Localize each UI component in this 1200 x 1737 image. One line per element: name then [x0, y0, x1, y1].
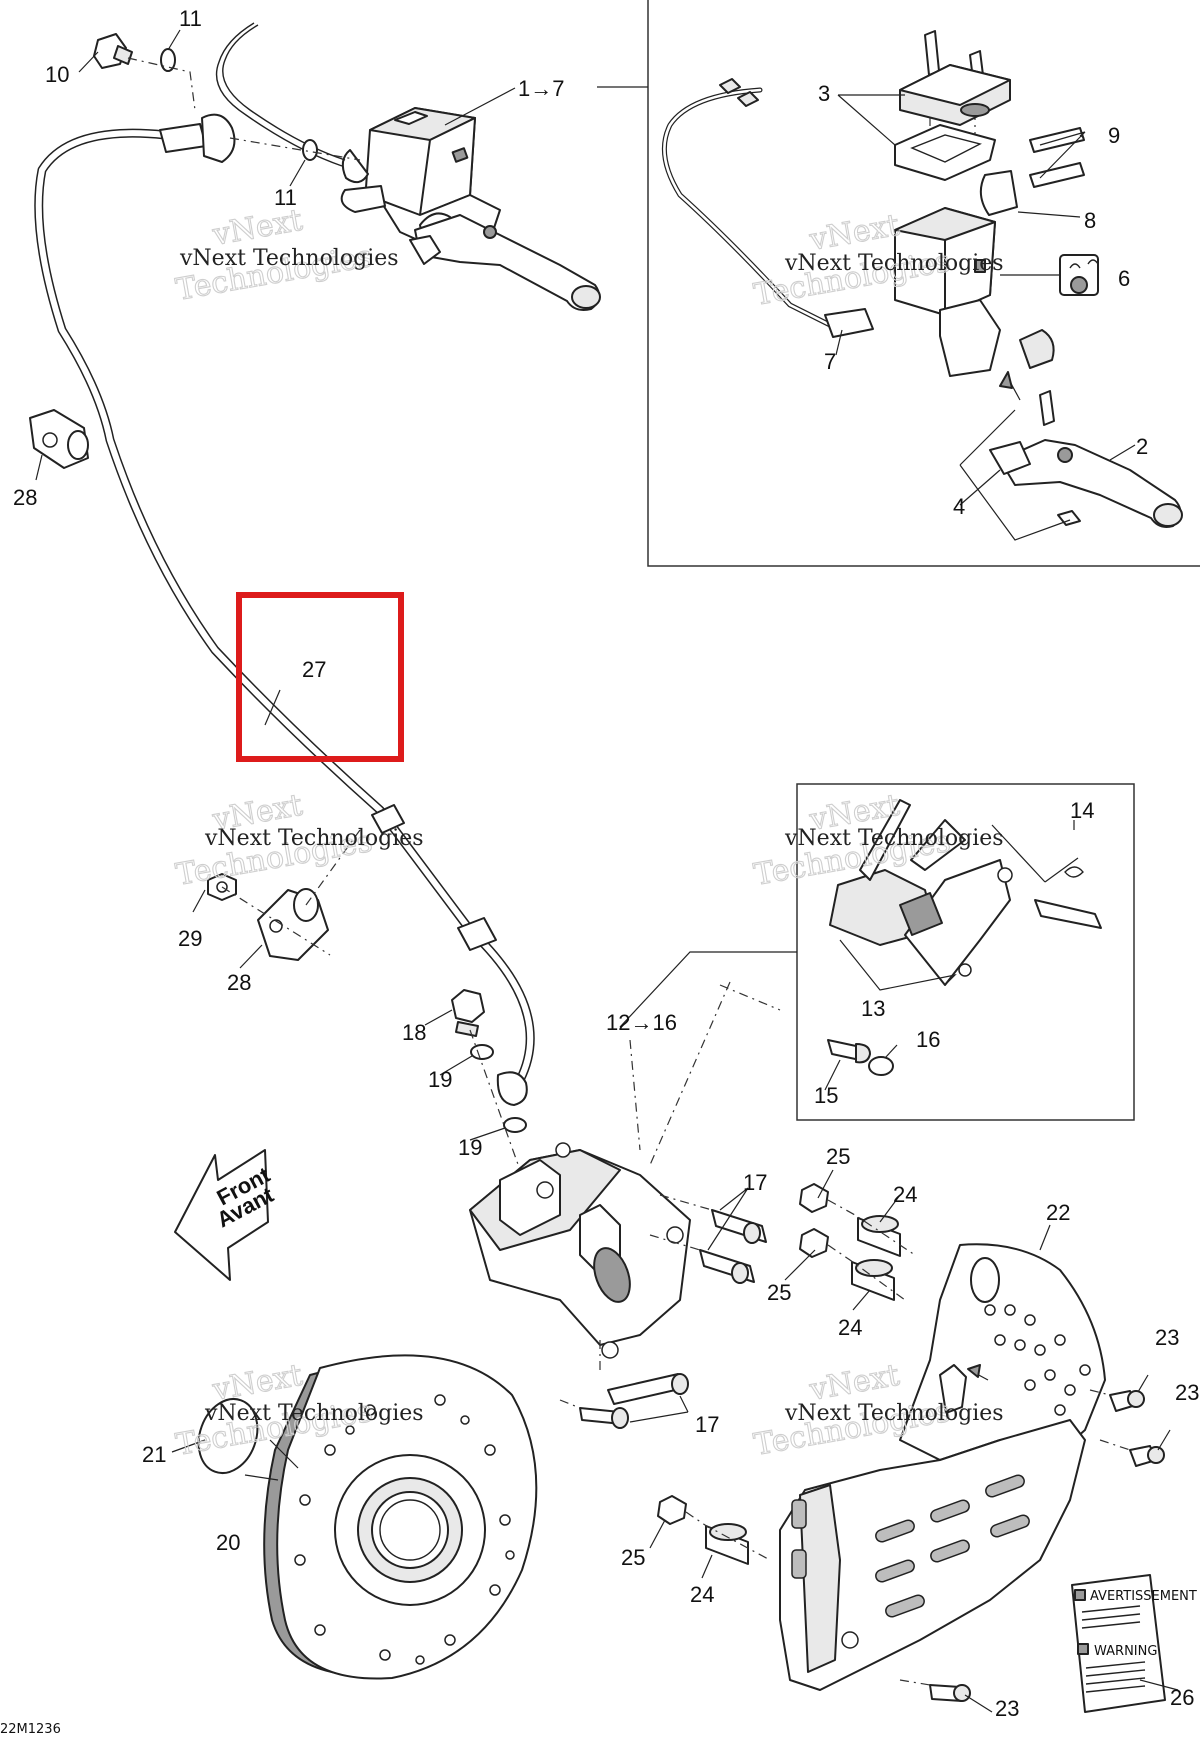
leader-12-16: [619, 951, 797, 1028]
watermark-5: vNext Technologies: [204, 1401, 424, 1426]
inset-box-master-cylinder: [647, 0, 1200, 567]
label-25a: 25: [826, 1144, 850, 1169]
label-14: 14: [1070, 798, 1094, 823]
brake-disc: [263, 1354, 538, 1680]
label-25c: 25: [621, 1545, 645, 1570]
label-18: 18: [402, 1020, 426, 1045]
label-25b: 25: [767, 1280, 791, 1305]
leader-lines: [35, 29, 1179, 1713]
label-6: 6: [1118, 266, 1130, 291]
label-10: 10: [45, 62, 69, 87]
watermark-2: vNext Technologies: [784, 251, 1004, 276]
label-28a: 28: [13, 485, 37, 510]
inset-brake-pads: [827, 799, 1102, 1076]
banjo-bolt-18: [451, 989, 485, 1037]
label-23c: 23: [995, 1696, 1019, 1721]
ring-21: [197, 1398, 259, 1474]
axis-line-bleed: [649, 981, 781, 1166]
master-cylinder-assembly: [215, 22, 601, 311]
brake-guard: [779, 1243, 1106, 1691]
watermark-1: vNext Technologies: [179, 246, 399, 271]
label-16: 16: [916, 1027, 940, 1052]
spacers-24-bolts-25: [657, 1183, 916, 1565]
label-26: 26: [1170, 1685, 1194, 1710]
decal-warning-en: WARNING: [1094, 1644, 1157, 1659]
label-17a: 17: [743, 1170, 767, 1195]
highlight-box-27: [236, 592, 404, 762]
front-arrow: Front Avant: [174, 1149, 278, 1281]
watermark-6: vNext Technologies: [784, 1401, 1004, 1426]
label-4: 4: [953, 494, 965, 519]
label-7: 7: [824, 349, 836, 374]
label-21: 21: [142, 1442, 166, 1467]
label-1-7: 1→7: [518, 76, 564, 101]
label-15: 15: [814, 1083, 838, 1108]
washer-11b: [302, 139, 318, 161]
label-9: 9: [1108, 123, 1120, 148]
watermark-4: vNext Technologies: [784, 826, 1004, 851]
axis-line-10-11: [127, 57, 361, 161]
banjo-bolt-10: [93, 33, 133, 69]
label-3: 3: [818, 81, 830, 106]
label-17b: 17: [695, 1412, 719, 1437]
clamp-28-upper: [29, 409, 89, 469]
label-12-16: 12→16: [606, 1010, 677, 1035]
label-19a: 19: [428, 1067, 452, 1092]
axis-line-28-29: [221, 829, 361, 956]
warning-decal: AVERTISSEMENT WARNING: [1071, 1574, 1197, 1713]
bolts-17: [559, 1194, 767, 1429]
screws-23: [899, 1389, 1165, 1702]
label-23a: 23: [1155, 1325, 1179, 1350]
label-19b: 19: [458, 1135, 482, 1160]
label-13: 13: [861, 996, 885, 1021]
label-2: 2: [1136, 434, 1148, 459]
watermark-3: vNext Technologies: [204, 826, 424, 851]
label-24b: 24: [838, 1315, 862, 1340]
figure-code: 22M1236: [0, 1722, 61, 1737]
decal-warning-fr: AVERTISSEMENT: [1090, 1589, 1197, 1604]
washer-19a: [470, 1044, 494, 1060]
brake-hose: [34, 113, 535, 1106]
label-20: 20: [216, 1530, 240, 1555]
label-28b: 28: [227, 970, 251, 995]
caliper: [469, 1039, 691, 1370]
label-24a: 24: [893, 1182, 917, 1207]
label-22: 22: [1046, 1200, 1070, 1225]
axis-line-18-19: [469, 1029, 521, 1171]
inset-master-cylinder-parts: [661, 30, 1183, 541]
label-27: 27: [302, 657, 326, 682]
label-23b: 23: [1175, 1380, 1199, 1405]
part-labels: 1→7 2 3 4 6 7 8 9 10 11 11 12→16 13 14 1…: [13, 6, 1199, 1721]
label-11a: 11: [179, 6, 202, 31]
label-24c: 24: [690, 1582, 714, 1607]
washer-19b: [503, 1117, 527, 1133]
label-29: 29: [178, 926, 202, 951]
label-11b: 11: [274, 185, 297, 210]
label-8: 8: [1084, 208, 1096, 233]
clamp-28-lower: [257, 888, 329, 961]
